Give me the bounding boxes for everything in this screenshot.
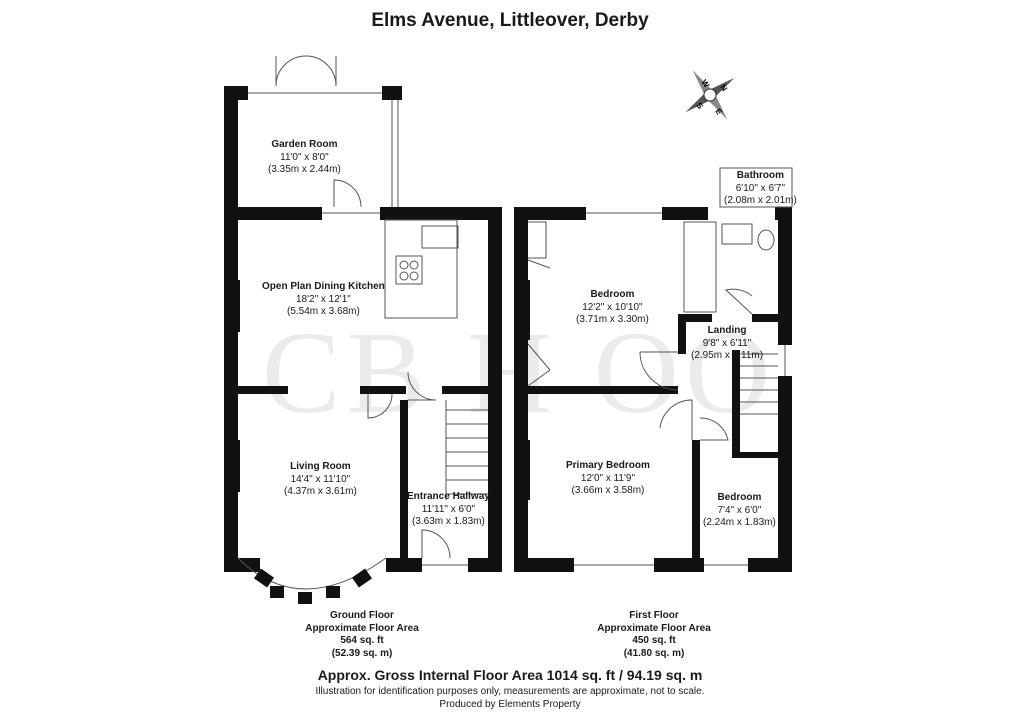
gross-floor-area: Approx. Gross Internal Floor Area 1014 s…	[317, 667, 703, 683]
living-room-label: Living Room 14'4" x 11'10" (4.37m x 3.61…	[284, 461, 357, 499]
floor-area-sqft: 564 sq. ft	[340, 635, 384, 646]
compass-letter: N	[718, 83, 729, 93]
room-metric: (4.37m x 3.61m)	[284, 486, 357, 497]
plan-title: Elms Avenue, Littleover, Derby	[371, 10, 649, 31]
room-name: Bedroom	[717, 492, 762, 503]
floor-area-sqm: (52.39 sq. m)	[331, 647, 393, 659]
entrance-hallway-label: Entrance Hallway 11'11" x 6'0" (3.63m x …	[407, 491, 490, 529]
room-metric: (3.35m x 2.44m)	[268, 164, 341, 175]
floor-area-sqm: (41.80 sq. m)	[623, 647, 685, 659]
room-metric: (5.54m x 3.68m)	[286, 306, 360, 317]
room-name: Primary Bedroom	[566, 460, 650, 471]
ground-floor-area: Ground Floor Approximate Floor Area 564 …	[292, 610, 432, 660]
room-name: Living Room	[290, 461, 351, 472]
room-metric: (2.08m x 2.01m)	[724, 195, 797, 206]
bay-window	[254, 568, 372, 604]
primary-bedroom-label: Primary Bedroom 12'0" x 11'9" (3.66m x 3…	[566, 460, 650, 498]
compass-letter: E	[713, 107, 724, 117]
room-name: Garden Room	[271, 139, 338, 150]
disclaimer: Illustration for identification purposes…	[315, 686, 705, 697]
room-name: Bathroom	[736, 170, 785, 181]
room-name: Entrance Hallway	[407, 491, 490, 502]
room-name: Open Plan Dining Kitchen	[262, 281, 385, 292]
floor-area-label: Approximate Floor Area	[597, 622, 711, 634]
room-imperial: 12'2" x 10'10"	[582, 301, 643, 313]
room-metric: (3.71m x 3.30m)	[576, 314, 649, 325]
room-name: Landing	[707, 325, 747, 336]
room-name: Bedroom	[590, 289, 635, 300]
kitchen-label: Open Plan Dining Kitchen 18'2" x 12'1" (…	[262, 281, 385, 319]
producer-credit: Produced by Elements Property	[439, 699, 581, 710]
bathroom-label: Bathroom 6'10" x 6'7" (2.08m x 2.01m)	[724, 170, 797, 208]
room-imperial: 11'11" x 6'0"	[421, 503, 476, 515]
garden-room-label: Garden Room 11'0" x 8'0" (3.35m x 2.44m)	[268, 139, 341, 177]
room-imperial: 7'4" x 6'0"	[717, 504, 762, 516]
room-metric: (3.66m x 3.58m)	[571, 485, 645, 496]
first-floor-walls	[514, 207, 792, 572]
ground-floor-lines	[237, 55, 488, 590]
first-floor-area: First Floor Approximate Floor Area 450 s…	[584, 610, 724, 660]
floor-name: First Floor	[629, 610, 679, 621]
compass-icon: W N S E	[685, 70, 735, 120]
bedroom-small-label: Bedroom 7'4" x 6'0" (2.24m x 1.83m)	[703, 492, 776, 530]
room-metric: (2.95m x 2.11m)	[691, 350, 764, 361]
ground-floor-walls	[224, 86, 502, 572]
floor-area-sqft: 450 sq. ft	[632, 635, 676, 646]
room-metric: (2.24m x 1.83m)	[703, 517, 776, 528]
room-imperial: 9'8" x 6'11"	[702, 337, 752, 349]
room-imperial: 6'10" x 6'7"	[735, 182, 786, 194]
room-imperial: 11'0" x 8'0"	[280, 151, 329, 163]
room-imperial: 14'4" x 11'10"	[290, 473, 351, 485]
floor-area-label: Approximate Floor Area	[305, 622, 419, 634]
compass-letter: S	[694, 101, 705, 111]
room-metric: (3.63m x 1.83m)	[412, 516, 485, 527]
room-imperial: 12'0" x 11'9"	[580, 472, 636, 484]
compass-letter: W	[699, 78, 711, 90]
room-imperial: 18'2" x 12'1"	[295, 293, 351, 305]
floor-name: Ground Floor	[330, 610, 394, 621]
landing-label: Landing 9'8" x 6'11" (2.95m x 2.11m)	[691, 325, 763, 363]
first-floor-lines	[527, 167, 793, 566]
bedroom-rear-label: Bedroom 12'2" x 10'10" (3.71m x 3.30m)	[576, 289, 649, 327]
